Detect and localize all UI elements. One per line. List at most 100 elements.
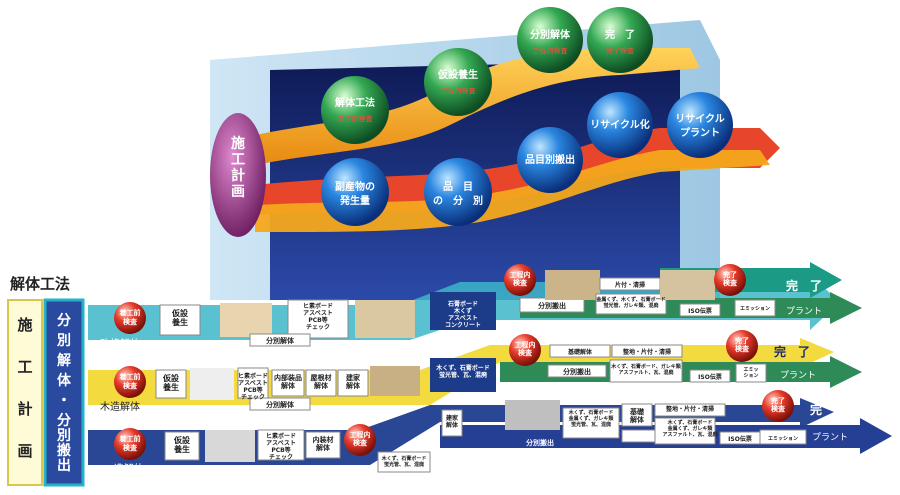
row-3-end-inspect [762, 390, 794, 422]
row-1-name: 改修解体 [100, 337, 140, 350]
bottom-ball-3-label: 品目別搬出 [525, 153, 575, 166]
row-3-step-9-text: 基礎解体 [629, 407, 645, 424]
row-1-step-8-text: 金属くず、木くず、石膏ボード蛍光管、ガレキ類、混廃 [595, 296, 665, 309]
row-1-step-3 [249, 333, 311, 347]
row-2-end: 完 了 [774, 344, 810, 359]
row-2-step-5-text: 建家解体 [346, 373, 361, 390]
upper-orange-under-ribbon [255, 150, 770, 232]
side-plan-char: 計 [17, 400, 32, 418]
row-3-step-9 [654, 403, 726, 417]
row-1-step-11-text: エミッション [740, 306, 770, 312]
row-3-step-7-text: 分別搬出 [526, 438, 554, 447]
row-2-start-inspect [114, 366, 146, 398]
top-ball-4-label: 完 了 [605, 28, 635, 41]
row-3-step-1-text: 仮設養生 [173, 435, 191, 454]
row-3-start-label: 着工前検査 [119, 434, 141, 452]
row-2-step-7 [430, 358, 496, 392]
row-2-step-12 [689, 369, 731, 383]
row-1-step-4 [430, 292, 496, 330]
plan-oval-label-char: 計 [231, 167, 245, 184]
row-2-step-3-text: 内部装品解体 [274, 373, 302, 390]
row-2-step-4 [305, 369, 337, 397]
row-2-step-10-text: 分別搬出 [563, 367, 591, 376]
plan-oval [210, 113, 266, 237]
row-3-step-12 [759, 429, 807, 445]
top-ball-3-sub: 工程内検査 [533, 46, 568, 55]
side-bunbetsu-a-char: 分 [57, 313, 71, 329]
bottom-ball-2-l2: の 分 別 [433, 194, 483, 207]
bottom-ball-1-l2: 発生量 [339, 194, 370, 207]
row-3-photo-1 [205, 430, 255, 462]
row-2-step-6 [249, 397, 311, 411]
row-2-step-5 [337, 369, 369, 397]
row-2-step-3 [271, 369, 305, 397]
row-3-step-11-text: 木くず、石膏ボード金属くず、ガレキ類アスファルト、瓦、混廃 [663, 419, 719, 438]
side-bunbetsu-b-char: 別 [56, 428, 71, 444]
row-3-step-6-text: 建家解体 [446, 414, 459, 429]
row-2-step-13-text: ISO伝票 [698, 373, 722, 381]
bottom-ball-2: 品 目 の 分 別 [424, 158, 492, 226]
row-1-step-8 [679, 303, 721, 317]
bottom-ball-3: 品目別搬出 [517, 127, 583, 193]
row-2-step-8 [549, 344, 611, 358]
row-2-end-inspect [726, 330, 758, 362]
plan-oval-label-char: 画 [231, 184, 245, 200]
row-1-step-9-text: ISO伝票 [688, 307, 712, 315]
side-bunbetsu-a-char: 別 [56, 333, 71, 349]
side-plan-char: 施 [17, 316, 32, 334]
top-ball-2-sub: 工程内検査 [441, 86, 476, 95]
row-3-name: RC造解体 [100, 462, 143, 475]
row-3-step-4-text: 工程内検査 [350, 430, 371, 447]
bottom-ball-5-l2: プラント [680, 126, 720, 139]
row-3-photo-2 [505, 400, 560, 430]
side-bunbetsu-a-char: 体 [57, 372, 72, 389]
side-bunbetsu-a-char: ・ [57, 393, 71, 409]
row-1-step-1-text: 仮設養生 [171, 308, 189, 327]
row-2-step-14-text: エミッション [743, 367, 758, 379]
row-2-step-11 [609, 359, 683, 383]
bottom-ball-1-l1: 副産物の [335, 180, 375, 193]
row-3-start-inspect [114, 428, 146, 460]
side-plan-char: 画 [17, 442, 32, 460]
row-1-photo-4 [660, 270, 715, 300]
row-3-step-8-text: 木くず、石膏ボード金属くず、ガレキ類蛍光管、瓦、混廃 [568, 409, 615, 428]
row-1-end-inspect [714, 264, 746, 296]
row-1-step-9 [734, 299, 776, 317]
row-1-step-6-text: 工程内検査 [510, 270, 531, 287]
row-3-step-4 [377, 451, 431, 473]
row-2-step-4-text: 屋根材解体 [311, 373, 332, 390]
row-1-plant: プラント [786, 306, 822, 317]
row-3-end: 完 了 [810, 402, 846, 417]
section-title: 解体工法 [10, 275, 70, 293]
row-1-photo-3 [545, 270, 600, 300]
row-2-step-2 [237, 367, 269, 399]
row-1-photo-2 [355, 300, 415, 338]
row-3: 着工前検査 RC造解体 完 了 プラント [88, 390, 892, 475]
top-ball-4: 完 了 完了検査 [587, 7, 653, 73]
row-2-step-15-text: 完了検査 [735, 336, 750, 353]
side-bunbetsu-text: 分別解体・分別搬出 [56, 313, 72, 474]
side-bunbetsu-bar [43, 298, 85, 487]
row-1-mid-inspect [504, 264, 536, 296]
row-3-plant: プラント [812, 432, 848, 443]
row-1-step-10-text: 完了検査 [723, 270, 738, 287]
row-3-step-3 [305, 431, 341, 459]
row-2-step-7-text: 木くず、石膏ボード蛍光管、瓦、混廃 [435, 364, 490, 379]
row-3-step-6 [562, 407, 620, 439]
row-2-step-9 [547, 364, 607, 378]
row-2-step-1-text: 仮設養生 [162, 373, 180, 392]
top-ball-1: 解体工法 着工前検査 [321, 76, 389, 144]
side-plan-bar [7, 299, 43, 486]
row-3-step-5 [441, 409, 463, 437]
row-3-step-10 [654, 417, 716, 445]
row-1-step-3-text: 分別解体 [266, 336, 295, 345]
row-1: 着工前検査 改修解体 完 了 プラント [88, 262, 862, 350]
side-plan-char: 工 [17, 358, 32, 376]
row-2-step-10 [611, 344, 683, 358]
